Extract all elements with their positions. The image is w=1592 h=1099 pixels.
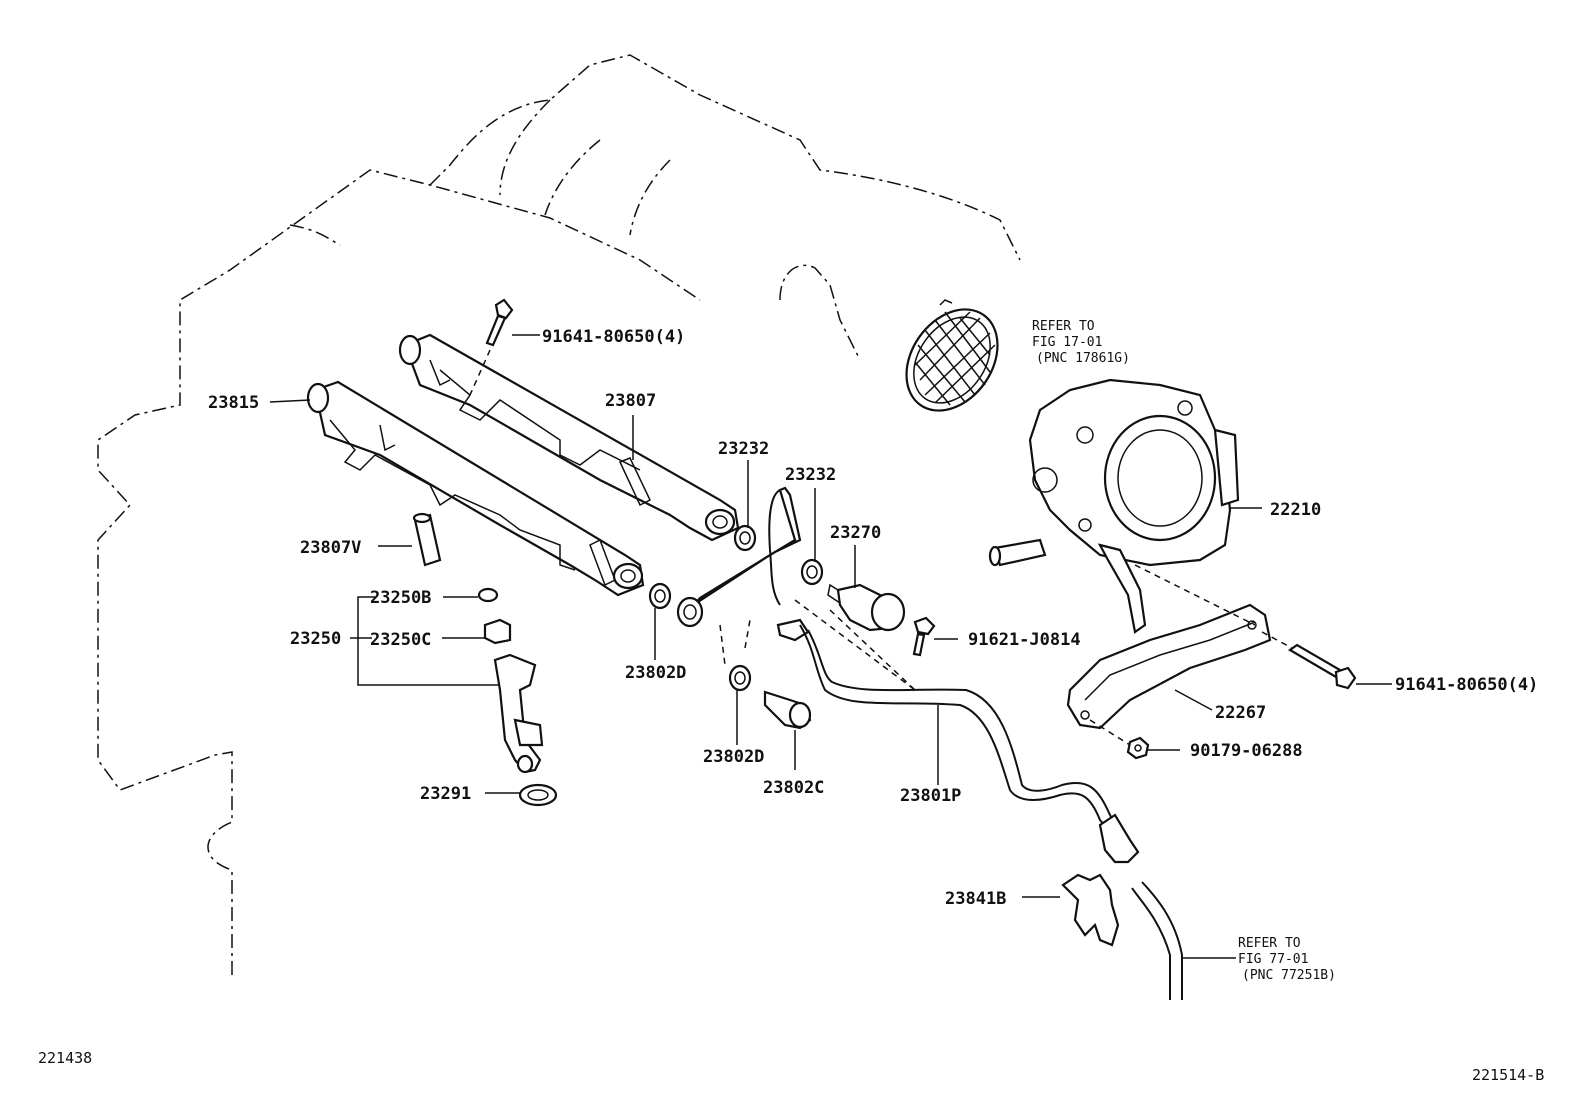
label-23802d-b: 23802D [703, 747, 764, 767]
injector-assembly[interactable] [412, 512, 558, 807]
footer-code-right: 221514-B [1472, 1066, 1544, 1084]
clamp-23841b[interactable] [1022, 873, 1120, 947]
bolt-91641-top[interactable] [469, 298, 540, 396]
label-91641-right: 91641-80650(4) [1395, 675, 1538, 695]
label-23807v: 23807V [300, 538, 361, 558]
fuel-rail-upper[interactable] [398, 333, 740, 542]
label-23802d-a: 23802D [625, 663, 686, 683]
engine-outline [97, 54, 1021, 975]
bolt-91621[interactable] [912, 616, 958, 657]
fuel-rail-lower[interactable] [306, 380, 645, 597]
label-23807: 23807 [605, 391, 656, 411]
label-23250: 23250 [290, 629, 341, 649]
label-23802c: 23802C [763, 778, 824, 798]
throttle-body-22210[interactable] [988, 378, 1262, 634]
label-23250c: 23250C [370, 630, 431, 650]
refer-note-top: REFER TO FIG 17-01 (PNC 17861G) [1032, 319, 1130, 366]
refer-note-bottom: REFER TO FIG 77-01 (PNC 77251B) [1238, 936, 1336, 983]
label-23815: 23815 [208, 393, 259, 413]
svg-text:FIG 77-01: FIG 77-01 [1238, 952, 1308, 967]
label-22210: 22210 [1270, 500, 1321, 520]
crossover-pipe[interactable] [676, 486, 802, 666]
label-90179: 90179-06288 [1190, 741, 1303, 761]
label-23232-b: 23232 [785, 465, 836, 485]
label-91641-top: 91641-80650(4) [542, 327, 685, 347]
bracket-23250 [350, 545, 520, 794]
nut-90179[interactable] [1089, 719, 1180, 760]
label-23291: 23291 [420, 784, 471, 804]
o-rings[interactable] [648, 524, 824, 692]
label-23270: 23270 [830, 523, 881, 543]
label-23232-a: 23232 [718, 439, 769, 459]
fuel-pipe-23801p[interactable] [744, 599, 1140, 864]
bolt-91641-right[interactable] [1261, 631, 1392, 690]
label-22267: 22267 [1215, 703, 1266, 723]
label-23841b: 23841B [945, 889, 1006, 909]
footer-code-left: 221438 [38, 1049, 92, 1067]
svg-text:(PNC 77251B): (PNC 77251B) [1242, 968, 1336, 983]
svg-text:(PNC 17861G): (PNC 17861G) [1036, 351, 1130, 366]
hose-77-01 [1131, 881, 1236, 1000]
part-labels: 91641-80650(4) 23815 23807 23232 23232 2… [208, 327, 1538, 909]
svg-text:FIG 17-01: FIG 17-01 [1032, 335, 1102, 350]
gasket-22267[interactable] [1066, 564, 1272, 730]
label-23250b: 23250B [370, 588, 431, 608]
union-bolt-23802c[interactable] [763, 690, 812, 770]
label-91621: 91621-J0814 [968, 630, 1081, 650]
intake-mesh [905, 299, 999, 412]
label-23801p: 23801P [900, 786, 961, 806]
svg-text:REFER TO: REFER TO [1238, 936, 1301, 951]
pulsation-damper-23270[interactable] [827, 583, 906, 632]
leader-lines [269, 399, 939, 785]
svg-text:REFER TO: REFER TO [1032, 319, 1095, 334]
